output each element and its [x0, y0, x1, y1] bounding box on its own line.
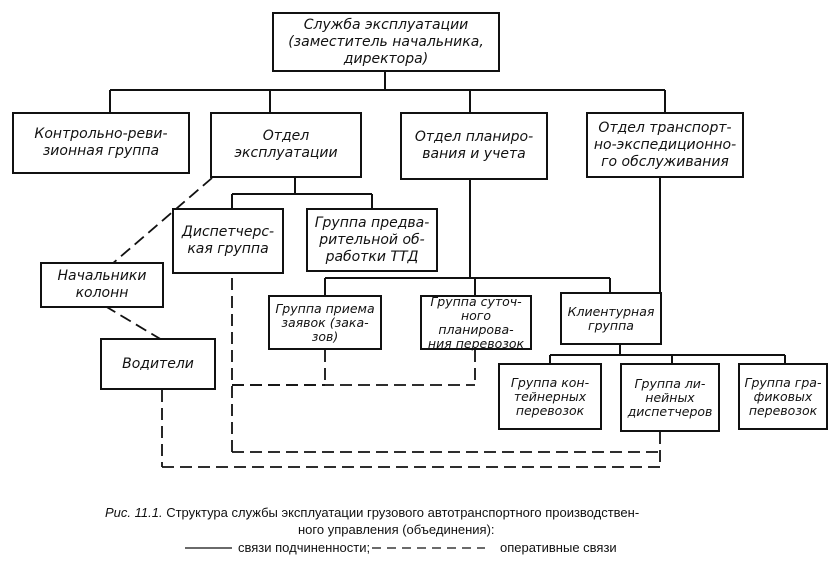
- node-client-group: Клиентурная группа: [560, 292, 662, 345]
- node-planning-accounting-department: Отдел планиро- вания и учета: [400, 112, 548, 180]
- node-container-transport-group: Группа кон- тейнерных перевозок: [498, 363, 602, 430]
- figure-caption-line2: ного управления (объединения):: [298, 522, 495, 537]
- node-scheduled-transport-group: Группа гра- фиковых перевозок: [738, 363, 828, 430]
- node-forwarding-service-department: Отдел транспорт- но-экспедиционно- го об…: [586, 112, 744, 178]
- node-column-heads: Начальники колонн: [40, 262, 164, 308]
- node-dispatch-group: Диспетчерс- кая группа: [172, 208, 284, 274]
- node-daily-planning-group: Группа суточ- ного планирова- ния перево…: [420, 294, 532, 350]
- figure-label: Рис. 11.1.: [105, 505, 163, 520]
- legend-dashed-label: оперативные связи: [500, 540, 617, 555]
- node-drivers: Водители: [100, 338, 216, 390]
- figure-title: Структура службы эксплуатации грузового …: [166, 505, 640, 520]
- legend-solid-label: связи подчиненности;: [238, 540, 371, 555]
- node-operations-department: Отдел эксплуатации: [210, 112, 362, 178]
- node-operations-service: Служба эксплуатации (заместитель начальн…: [272, 12, 500, 72]
- figure-caption-line1: Рис. 11.1. Структура службы эксплуатации…: [105, 505, 639, 520]
- node-linear-dispatchers-group: Группа ли- нейных диспетчеров: [620, 363, 720, 432]
- operational-links: [104, 177, 661, 468]
- node-order-intake-group: Группа приема заявок (зака- зов): [268, 295, 382, 350]
- subordination-links: [109, 72, 786, 363]
- node-ttd-preprocessing-group: Группа предва- рительной об- работки ТТД: [306, 208, 438, 272]
- node-control-audit-group: Контрольно-реви- зионная группа: [12, 112, 190, 174]
